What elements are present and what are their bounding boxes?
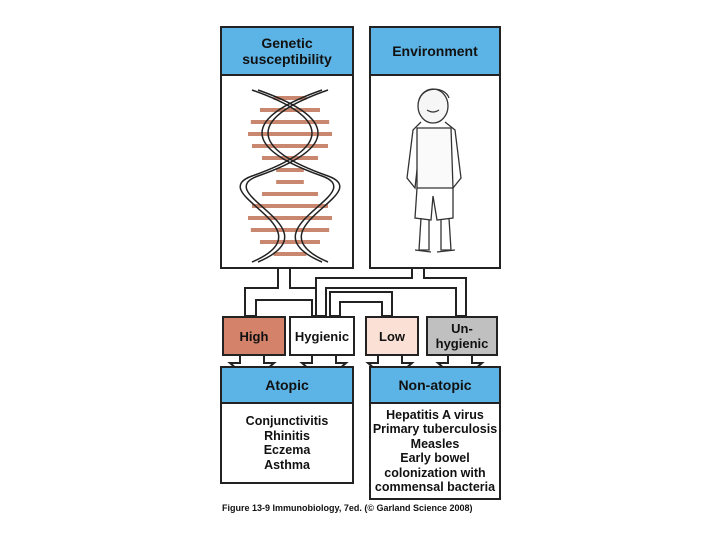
list-item: Asthma xyxy=(264,457,310,472)
factor-hygienic: Hygienic xyxy=(289,316,355,356)
figure-caption: Figure 13-9 Immunobiology, 7ed. (© Garla… xyxy=(222,503,473,513)
genetic-susceptibility-box: Genetic susceptibility xyxy=(220,26,354,269)
environment-header: Environment xyxy=(371,28,499,76)
genetic-susceptibility-header: Genetic susceptibility xyxy=(222,28,352,76)
list-item: Primary tuberculosis xyxy=(372,422,498,436)
atopic-header: Atopic xyxy=(222,368,352,404)
non-atopic-list: Hepatitis A virus Primary tuberculosis M… xyxy=(371,404,499,498)
non-atopic-box: Non-atopic Hepatitis A virus Primary tub… xyxy=(369,366,501,500)
dna-helix-icon xyxy=(239,89,341,263)
list-item: Conjunctivitis xyxy=(245,414,329,428)
list-item: commensal bacteria xyxy=(374,480,496,494)
list-item: Hepatitis A virus xyxy=(386,407,484,422)
list-item: Eczema xyxy=(263,443,311,457)
list-item: colonization with xyxy=(384,465,486,480)
atopic-list: Conjunctivitis Rhinitis Eczema Asthma xyxy=(222,404,352,482)
non-atopic-header: Non-atopic xyxy=(371,368,499,404)
list-item: Measles xyxy=(410,436,460,451)
environment-box: Environment xyxy=(369,26,501,269)
environment-inner-connector xyxy=(329,291,393,317)
factor-high: High xyxy=(222,316,286,356)
genetic-branch-connector xyxy=(244,267,323,317)
factor-unhygienic: Un- hygienic xyxy=(426,316,498,356)
list-item: Rhinitis xyxy=(264,428,310,443)
atopic-box: Atopic Conjunctivitis Rhinitis Eczema As… xyxy=(220,366,354,484)
list-item: Early bowel xyxy=(400,451,470,465)
child-figure-icon xyxy=(406,88,462,253)
environment-outer-connector xyxy=(315,267,467,317)
factor-low: Low xyxy=(365,316,419,356)
